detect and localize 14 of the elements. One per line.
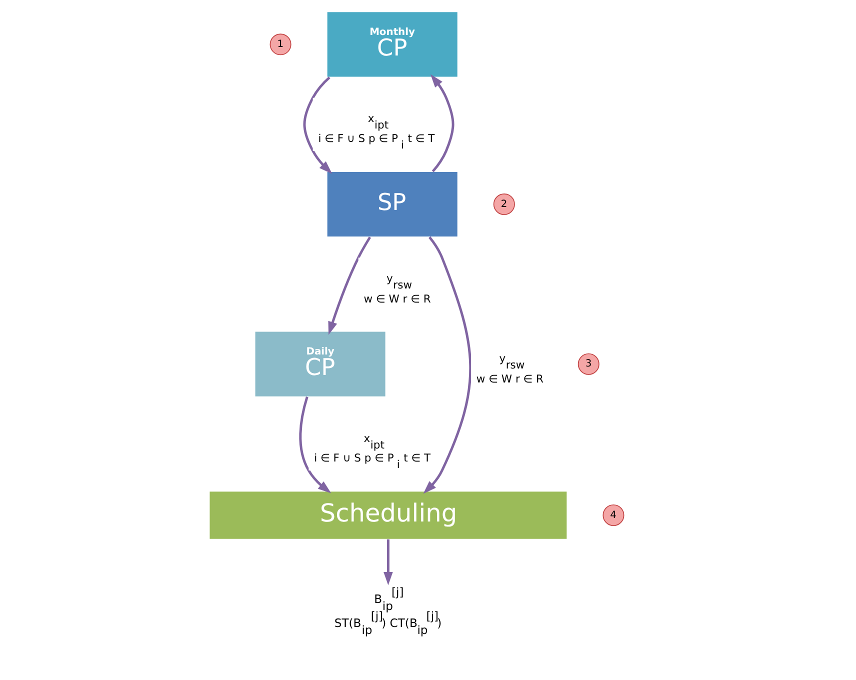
node-circle: 1 [269,34,291,56]
arrow [422,236,472,494]
node-box: Daily CP [254,330,386,398]
arrow [298,396,331,494]
node-box: Scheduling [208,490,568,540]
node-circle: 2 [492,194,514,216]
node-box: Monthly CP [326,11,458,78]
node-circle: 3 [577,353,599,375]
arrow [430,74,454,172]
node-box: SP [326,171,458,238]
node-circle: 4 [602,504,624,526]
arrow [328,236,371,335]
arrow [302,76,332,174]
arrow [383,539,392,586]
